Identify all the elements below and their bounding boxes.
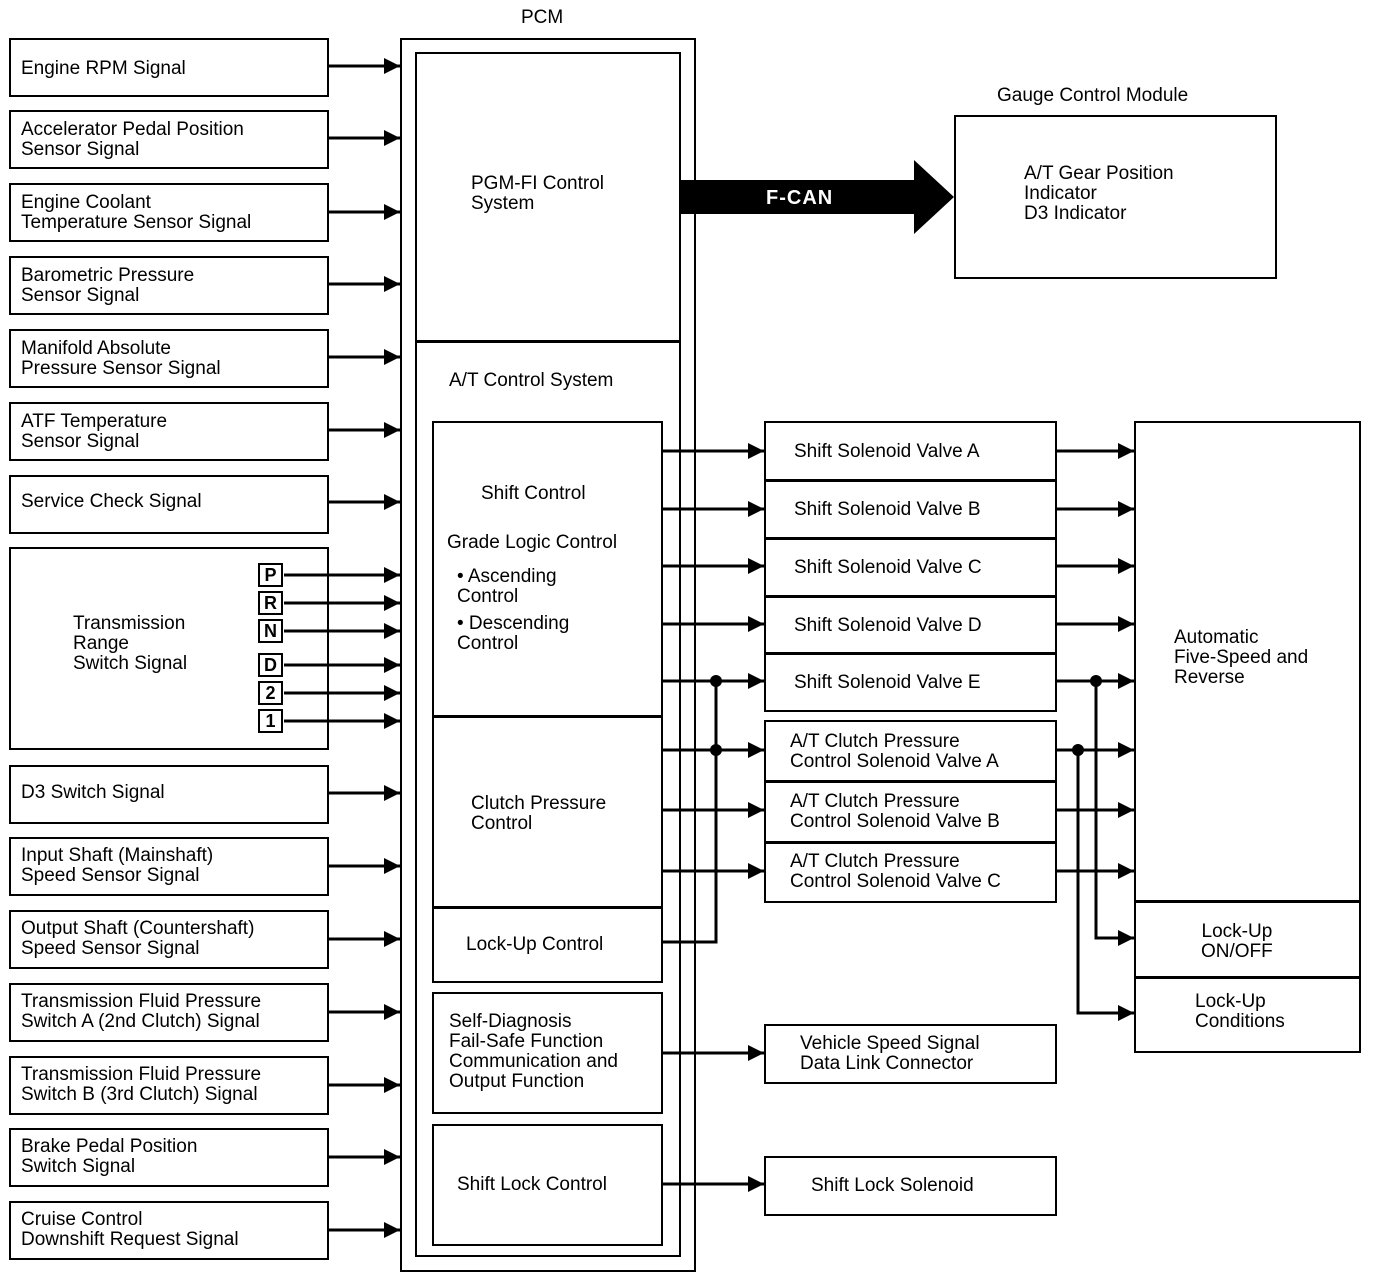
- input-brake-pedal: [9, 1128, 329, 1187]
- pgmfi-label: PGM-FI Control System: [471, 173, 605, 214]
- lockup-conditions-line: [1076, 750, 1134, 1021]
- divider: [764, 780, 1057, 783]
- output-label: A/T Clutch Pressure Control Solenoid Val…: [790, 791, 1000, 832]
- input-label: Engine RPM Signal: [21, 58, 186, 79]
- shift-lock-control-box: [432, 1124, 663, 1246]
- input-label: Transmission Fluid Pressure Switch B (3r…: [21, 1064, 262, 1105]
- input-engine-rpm: [9, 38, 329, 97]
- input-fluid-pressure-a: [9, 983, 329, 1042]
- pcm-title: PCM: [521, 7, 564, 28]
- input-label: Barometric Pressure Sensor Signal: [21, 265, 195, 306]
- range-position: R: [258, 591, 283, 615]
- input-label: Accelerator Pedal Position Sensor Signal: [21, 119, 244, 160]
- ascending-label: • Ascending Control: [457, 566, 557, 607]
- lockup-onoff-label: Lock-Up ON/OFF: [1201, 921, 1273, 962]
- shift-lock-solenoid-box: [764, 1156, 1057, 1216]
- divider: [1134, 900, 1361, 903]
- clutch-solenoid-group: [764, 720, 1057, 903]
- input-label: Input Shaft (Mainshaft) Speed Sensor Sig…: [21, 845, 214, 886]
- output-label: Shift Solenoid Valve D: [794, 615, 982, 636]
- junction-dot: [1072, 744, 1084, 756]
- input-label: Brake Pedal Position Switch Signal: [21, 1136, 198, 1177]
- divider: [764, 479, 1057, 482]
- input-atf-temp: [9, 402, 329, 461]
- vehicle-speed-box: [764, 1024, 1057, 1084]
- input-accelerator-pedal: [9, 110, 329, 169]
- input-label: Output Shaft (Countershaft) Speed Sensor…: [21, 918, 255, 959]
- self-diagnosis-box: [432, 992, 663, 1114]
- output-label: Shift Solenoid Valve B: [794, 499, 981, 520]
- output-label: A/T Clutch Pressure Control Solenoid Val…: [790, 731, 999, 772]
- input-d3-switch: [9, 765, 329, 824]
- shift-control-box: [432, 421, 663, 983]
- input-label: Cruise Control Downshift Request Signal: [21, 1209, 239, 1250]
- divider: [432, 906, 663, 909]
- shift-solenoid-group: [764, 421, 1057, 712]
- output-label: Shift Solenoid Valve E: [794, 672, 981, 693]
- input-countershaft-speed: [9, 910, 329, 969]
- output-label: Shift Solenoid Valve C: [794, 557, 982, 578]
- input-label: Manifold Absolute Pressure Sensor Signal: [21, 338, 221, 379]
- output-label: Vehicle Speed Signal Data Link Connector: [800, 1033, 980, 1074]
- input-cruise-control: [9, 1201, 329, 1260]
- junction-dot: [710, 744, 722, 756]
- lockup-onoff-line: [1094, 681, 1134, 946]
- input-transmission-range: [9, 547, 329, 750]
- grade-logic-label: Grade Logic Control: [447, 532, 618, 553]
- junction-dot: [710, 675, 722, 687]
- at-system-label: A/T Control System: [449, 370, 614, 391]
- self-diagnosis-label: Self-Diagnosis Fail-Safe Function Commun…: [449, 1011, 618, 1092]
- pcm-outer-box: [400, 38, 696, 1272]
- clutch-pressure-label: Clutch Pressure Control: [471, 793, 607, 834]
- divider: [764, 652, 1057, 655]
- pcm-divider: [415, 340, 681, 343]
- range-position: N: [258, 619, 283, 643]
- shift-lock-control-label: Shift Lock Control: [457, 1174, 607, 1195]
- range-position: 2: [258, 681, 283, 705]
- output-label: A/T Clutch Pressure Control Solenoid Val…: [790, 851, 1001, 892]
- transmission-main-label: Automatic Five-Speed and Reverse: [1174, 627, 1309, 688]
- input-label: D3 Switch Signal: [21, 782, 165, 803]
- output-label: Shift Solenoid Valve A: [794, 441, 980, 462]
- range-position: 1: [258, 709, 283, 733]
- input-label: Engine Coolant Temperature Sensor Signal: [21, 192, 252, 233]
- divider: [764, 841, 1057, 844]
- fcan-label: F-CAN: [766, 187, 834, 209]
- input-label: Transmission Fluid Pressure Switch A (2n…: [21, 991, 262, 1032]
- input-manifold: [9, 329, 329, 388]
- divider: [1134, 976, 1361, 979]
- transmission-box: [1134, 421, 1361, 1053]
- input-barometric: [9, 256, 329, 315]
- lockup-conditions-label: Lock-Up Conditions: [1195, 991, 1285, 1032]
- input-label: Transmission Range Switch Signal: [73, 613, 188, 674]
- input-label: ATF Temperature Sensor Signal: [21, 411, 168, 452]
- input-mainshaft-speed: [9, 837, 329, 896]
- output-label: Shift Lock Solenoid: [811, 1175, 974, 1196]
- input-label: Service Check Signal: [21, 491, 202, 512]
- junction-dot: [1090, 675, 1102, 687]
- gauge-title: Gauge Control Module: [997, 85, 1189, 106]
- range-position: P: [258, 563, 283, 587]
- divider: [764, 537, 1057, 540]
- input-engine-coolant: [9, 183, 329, 242]
- gauge-body: A/T Gear Position Indicator D3 Indicator: [1024, 163, 1174, 224]
- input-service-check: [9, 475, 329, 534]
- input-fluid-pressure-b: [9, 1056, 329, 1115]
- pcm-inner-box: [415, 52, 681, 1257]
- lockup-control-label: Lock-Up Control: [466, 934, 604, 955]
- fcan-arrow: [680, 160, 954, 234]
- descending-label: • Descending Control: [457, 613, 570, 654]
- range-position: D: [258, 653, 283, 677]
- gauge-box: [954, 115, 1277, 279]
- divider: [432, 715, 663, 718]
- divider: [764, 595, 1057, 598]
- shift-control-label: Shift Control: [481, 483, 586, 504]
